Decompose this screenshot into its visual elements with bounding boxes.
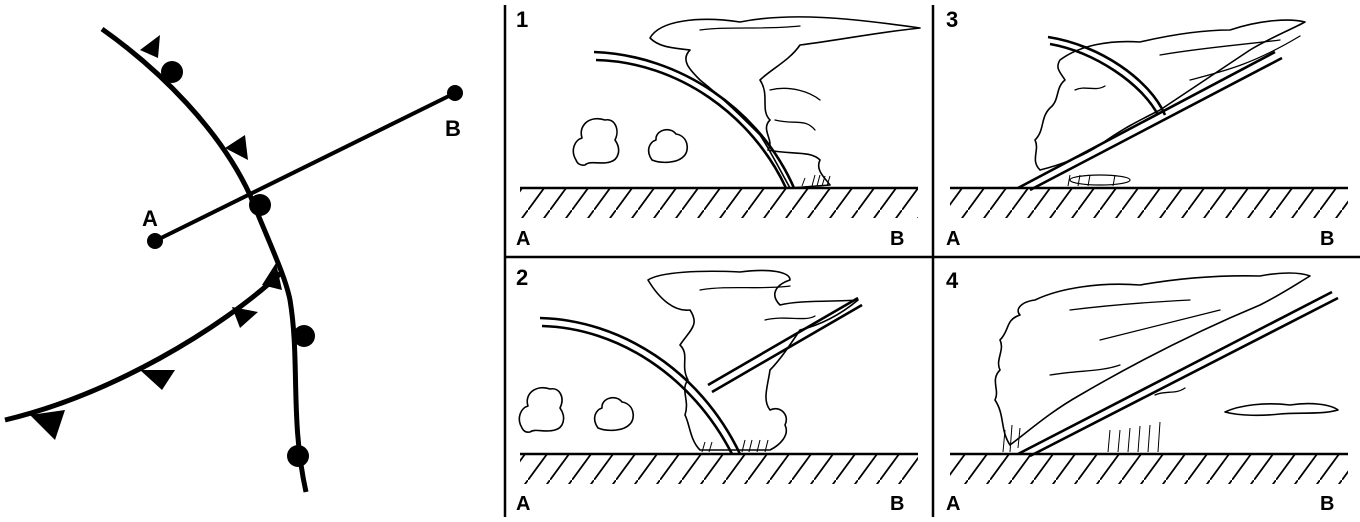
- nimbostratus-cloud: [994, 272, 1311, 446]
- occluded-front-surface: [1017, 50, 1276, 190]
- ground-hatching: [950, 454, 1348, 484]
- cumulonimbus-cloud: [649, 16, 921, 189]
- upper-front-line: [100, 26, 309, 493]
- panel-1: 1 A B: [516, 7, 921, 250]
- precipitation: [801, 174, 831, 187]
- panel-1-number: 1: [516, 7, 528, 32]
- panel-3: 3 A B: [946, 7, 1348, 250]
- ground-hatching: [520, 454, 918, 484]
- occluded-front-surface: [1017, 290, 1333, 456]
- lower-front-line: [4, 270, 284, 423]
- panel-3-label-b: B: [1320, 228, 1334, 250]
- ground-hatching: [520, 188, 918, 218]
- cold-front-triangle: [140, 35, 160, 58]
- panel-4-number: 4: [946, 268, 959, 293]
- cold-front-triangle: [262, 263, 282, 290]
- cumulus-cloud: [518, 387, 565, 433]
- warm-front-semicircle: [287, 445, 309, 467]
- panel-4-label-a: A: [946, 493, 960, 515]
- warm-front-semicircle: [293, 325, 315, 347]
- panel-1-label-b: B: [890, 228, 904, 250]
- panel-2: 2 A B: [516, 265, 918, 515]
- cumulonimbus-cloud: [1034, 19, 1306, 171]
- ground-hatching: [950, 188, 1348, 218]
- point-a-label: A: [142, 206, 158, 231]
- precipitation: [1002, 421, 1161, 453]
- warm-front-surface: [707, 296, 859, 387]
- panel-2-label-a: A: [516, 493, 530, 515]
- panel-2-label-b: B: [890, 493, 904, 515]
- cold-front-triangle: [225, 135, 248, 160]
- panel-3-label-a: A: [946, 228, 960, 250]
- cold-front-triangle: [30, 410, 65, 440]
- stratus-cloud: [1224, 402, 1339, 417]
- warm-front-semicircle: [249, 194, 271, 216]
- cold-front-surface: [539, 316, 742, 455]
- cold-front-surface: [1047, 35, 1167, 116]
- point-b-label: B: [445, 116, 461, 141]
- panel-1-label-a: A: [516, 228, 530, 250]
- cumulus-cloud: [647, 128, 689, 164]
- cold-front-triangle: [232, 307, 258, 328]
- cumulus-cloud: [572, 118, 620, 166]
- cold-front-triangle: [140, 370, 175, 390]
- panel-4-label-b: B: [1320, 493, 1334, 515]
- precipitation: [701, 439, 769, 453]
- cross-section-line: [154, 91, 456, 243]
- cold-front-surface: [593, 50, 796, 189]
- panel-4: 4 A B: [946, 268, 1348, 515]
- precipitation: [1067, 174, 1131, 187]
- cumulus-cloud: [593, 396, 635, 432]
- panel-3-number: 3: [946, 7, 958, 32]
- panel-2-number: 2: [516, 265, 528, 290]
- point-b-marker: [447, 85, 463, 101]
- panel-frame: [503, 5, 1360, 517]
- warm-front-semicircle: [161, 61, 183, 83]
- weather-map: A B: [4, 26, 463, 493]
- point-a-marker: [147, 233, 163, 249]
